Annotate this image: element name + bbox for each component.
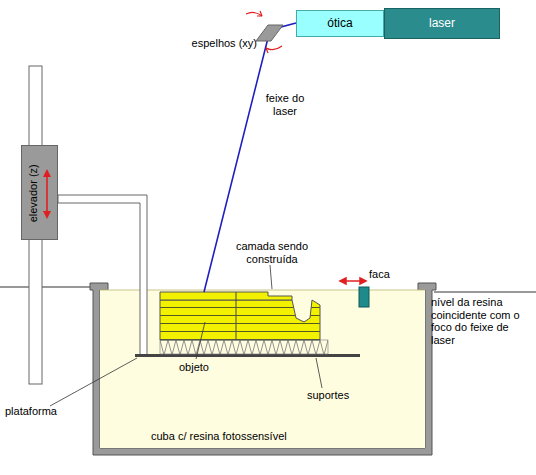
box-text: ótica (327, 17, 352, 31)
laser-box: laser (384, 8, 500, 39)
knife-label: faca (368, 268, 400, 281)
elevator-arm (58, 195, 147, 355)
platform-label: plataforma (4, 405, 70, 418)
layer-label: camada sendo construída (218, 240, 326, 265)
leader-lines (50, 265, 322, 406)
mirror-label: espelhos (xy) (160, 37, 258, 50)
box-text: elevador (z) (27, 164, 40, 222)
resin-level-label: nível da resina coincidente com o foco d… (430, 296, 536, 347)
object (160, 300, 320, 340)
knife-arrow (340, 278, 366, 284)
supports-label: suportes (306, 389, 358, 402)
optics-box: ótica (296, 10, 384, 37)
knife (359, 287, 369, 307)
box-text: laser (429, 17, 455, 31)
resin (100, 290, 425, 448)
supports (160, 340, 328, 354)
vertical-arrow (42, 169, 52, 219)
elevator-box: elevador (z) (21, 145, 58, 240)
beam-label: feixe do laser (256, 92, 314, 117)
mirror (256, 25, 283, 41)
current-layer (160, 292, 292, 300)
object-label: objeto (178, 361, 220, 374)
platform (135, 354, 360, 357)
tank-label: cuba c/ resina fotossensível (150, 430, 312, 443)
